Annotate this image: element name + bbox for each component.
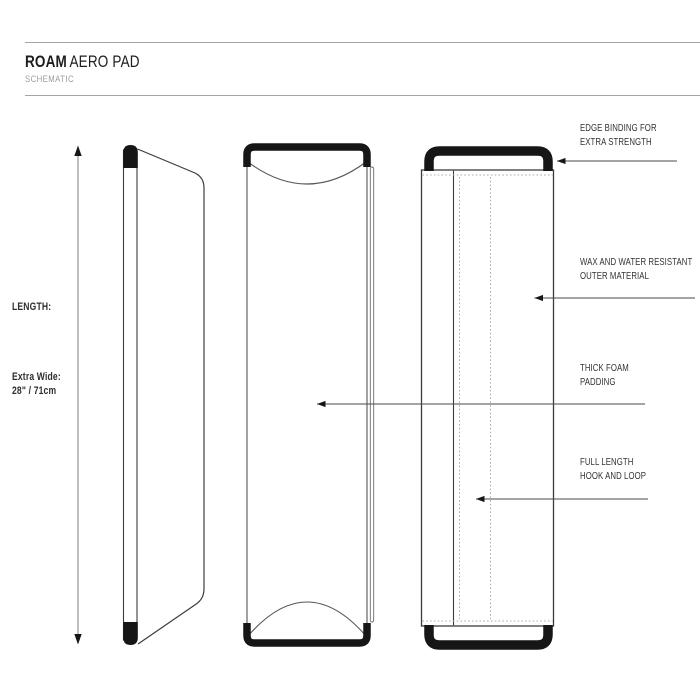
width-label: Extra Wide: 28" / 71cm — [12, 370, 61, 398]
header-top-rule — [25, 42, 700, 43]
front-top-drape-curve — [247, 161, 367, 185]
back-bottom-binding — [424, 625, 553, 650]
front-top-binding — [243, 143, 371, 167]
back-top-binding — [424, 146, 553, 171]
annotation-foam-padding: THICK FOAM PADDING — [580, 362, 629, 389]
arrow-up-icon — [74, 145, 82, 156]
annotation-arrows — [317, 157, 695, 503]
annotation-line: FULL LENGTH — [580, 457, 634, 468]
back-view — [420, 146, 555, 650]
side-top-binding — [123, 145, 138, 168]
page-subtitle: SCHEMATIC — [25, 74, 74, 85]
front-view — [243, 143, 375, 647]
annotation-line: HOOK AND LOOP — [580, 470, 647, 482]
front-bottom-binding — [243, 623, 371, 647]
annotation-line: PADDING — [580, 376, 616, 388]
annotation-line: THICK FOAM — [580, 363, 629, 374]
length-label: LENGTH: — [12, 301, 52, 313]
length-arrow-icon — [74, 145, 82, 645]
arrow-down-icon — [74, 634, 82, 645]
side-profile-view — [122, 145, 205, 645]
annotation-line: EXTRA STRENGTH — [580, 136, 652, 148]
header-bottom-rule — [25, 95, 700, 96]
annotation-outer-material: WAX AND WATER RESISTANT OUTER MATERIAL — [580, 256, 692, 283]
annotation-line: OUTER MATERIAL — [580, 270, 649, 282]
annotation-edge-binding: EDGE BINDING FOR EXTRA STRENGTH — [580, 122, 657, 149]
annotation-hook-and-loop: FULL LENGTH HOOK AND LOOP — [580, 456, 646, 483]
front-bottom-drape-curve — [247, 601, 367, 637]
back-body — [420, 169, 555, 627]
width-label-line2: 28" / 71cm — [12, 385, 57, 397]
width-label-line1: Extra Wide: — [12, 371, 61, 383]
annotation-line: EDGE BINDING FOR — [580, 123, 657, 134]
side-bottom-binding — [123, 622, 138, 645]
front-side-gusset — [369, 166, 375, 623]
product-name: AERO PAD — [69, 53, 140, 71]
side-edge-strip — [122, 149, 138, 641]
brand-name: ROAM — [25, 53, 67, 71]
annotation-line: WAX AND WATER RESISTANT — [580, 257, 693, 268]
side-panel-outline — [137, 148, 205, 645]
